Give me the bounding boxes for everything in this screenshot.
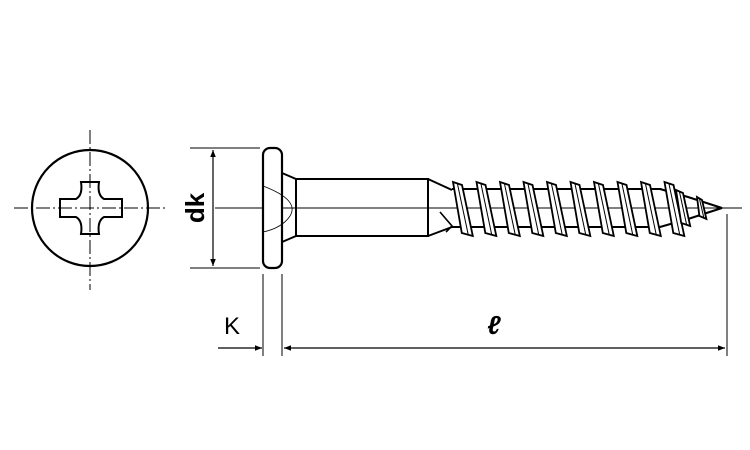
thread-edge: [668, 183, 681, 236]
head-circle: [30, 148, 150, 268]
thread-edge: [504, 183, 516, 236]
thread-start: [439, 211, 454, 233]
length-dimensions: K ℓ: [218, 214, 728, 356]
length-label: ℓ: [487, 310, 501, 340]
thread-edge: [551, 183, 563, 236]
thread-edge: [621, 183, 634, 236]
phillips-recess-icon: [59, 181, 123, 235]
thread-edge: [574, 183, 587, 236]
dk-dimension: dk: [180, 147, 260, 269]
screw-side-view: [215, 146, 742, 270]
shank-taper: [427, 178, 453, 237]
thread-edge: [645, 183, 657, 236]
recess-hidden-line: [262, 185, 293, 233]
thread-edge: [527, 183, 540, 236]
thread-edge: [699, 198, 705, 219]
dk-label: dk: [180, 192, 210, 223]
thread-edge: [679, 191, 688, 226]
thread-edge: [457, 183, 469, 236]
under-head-cone: [281, 172, 297, 243]
head-top-view: [14, 130, 168, 290]
thread-edge: [598, 183, 610, 236]
screw-threads: [439, 180, 723, 238]
k-label: K: [224, 313, 240, 340]
screw-head-flange: [261, 146, 284, 270]
thread-edge: [480, 183, 493, 236]
